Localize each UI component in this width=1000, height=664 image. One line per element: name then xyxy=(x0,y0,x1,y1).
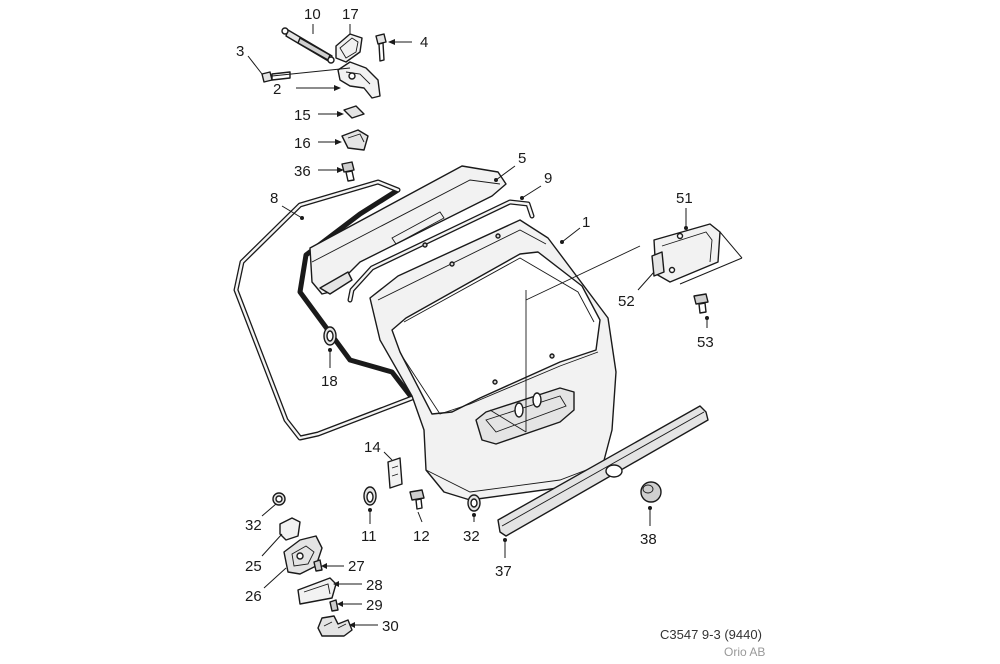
callout-16: 16 xyxy=(294,135,311,152)
callout-4: 4 xyxy=(420,34,428,51)
callout-27: 27 xyxy=(348,558,365,575)
spoiler-seal xyxy=(347,199,535,303)
callout-10: 10 xyxy=(304,6,321,23)
handle-bracket-30 xyxy=(317,615,353,637)
callout-1: 1 xyxy=(582,214,590,231)
callout-15: 15 xyxy=(294,107,311,124)
roof-spoiler xyxy=(309,165,507,295)
leader-lines xyxy=(247,24,743,626)
lock-housing-28 xyxy=(297,577,337,605)
callout-32-left: 32 xyxy=(245,517,262,534)
callout-32-center: 32 xyxy=(463,528,480,545)
callout-2: 2 xyxy=(273,81,281,98)
callout-38: 38 xyxy=(640,531,657,548)
callout-26: 26 xyxy=(245,588,262,605)
callout-14: 14 xyxy=(364,439,381,456)
hinge-bracket xyxy=(337,61,381,99)
callout-37: 37 xyxy=(495,563,512,580)
latch-bracket-14 xyxy=(387,457,403,489)
tailgate-trim-strip xyxy=(497,405,709,537)
callout-5: 5 xyxy=(518,150,526,167)
tailgate-seal xyxy=(233,179,415,441)
clip-29 xyxy=(329,599,339,612)
callout-3: 3 xyxy=(236,43,244,60)
callout-36: 36 xyxy=(294,163,311,180)
gas-strut xyxy=(281,27,335,64)
tailgate-panel xyxy=(369,219,641,501)
callout-labels: 10 17 4 3 2 15 16 36 5 9 8 1 51 52 53 18… xyxy=(236,6,714,635)
screw-12 xyxy=(409,489,425,510)
hinge-bolt-side xyxy=(261,71,291,83)
diagram-reference-code: C3547 9-3 (9440) xyxy=(660,627,762,642)
grommet-32-left xyxy=(272,492,286,506)
hinge-screw xyxy=(341,161,355,182)
cap-38 xyxy=(640,481,662,503)
pin-27 xyxy=(313,559,323,572)
callout-17: 17 xyxy=(342,6,359,23)
grommet-32-center xyxy=(467,494,481,512)
callout-9: 9 xyxy=(544,170,552,187)
callout-8: 8 xyxy=(270,190,278,207)
callout-11: 11 xyxy=(361,528,377,545)
plug-11 xyxy=(363,486,377,506)
callout-25: 25 xyxy=(245,558,262,575)
callout-29: 29 xyxy=(366,597,383,614)
grommet-18 xyxy=(323,326,337,346)
camera-bracket xyxy=(651,223,721,283)
hinge-pad xyxy=(341,129,369,151)
callout-53: 53 xyxy=(697,334,714,351)
bracket-bolt xyxy=(693,293,709,314)
hinge-bolt-upper xyxy=(375,33,387,62)
lock-motor-26 xyxy=(283,535,323,575)
hinge-cover xyxy=(335,33,363,63)
callout-30: 30 xyxy=(382,618,399,635)
callout-12: 12 xyxy=(413,528,430,545)
callout-18: 18 xyxy=(321,373,338,390)
lock-clip-25 xyxy=(279,517,301,541)
arrowheads xyxy=(300,39,709,628)
callout-28: 28 xyxy=(366,577,383,594)
callout-51: 51 xyxy=(676,190,693,207)
company-credit: Orio AB xyxy=(724,645,766,659)
hinge-shim xyxy=(343,105,365,119)
callout-52: 52 xyxy=(618,293,635,310)
